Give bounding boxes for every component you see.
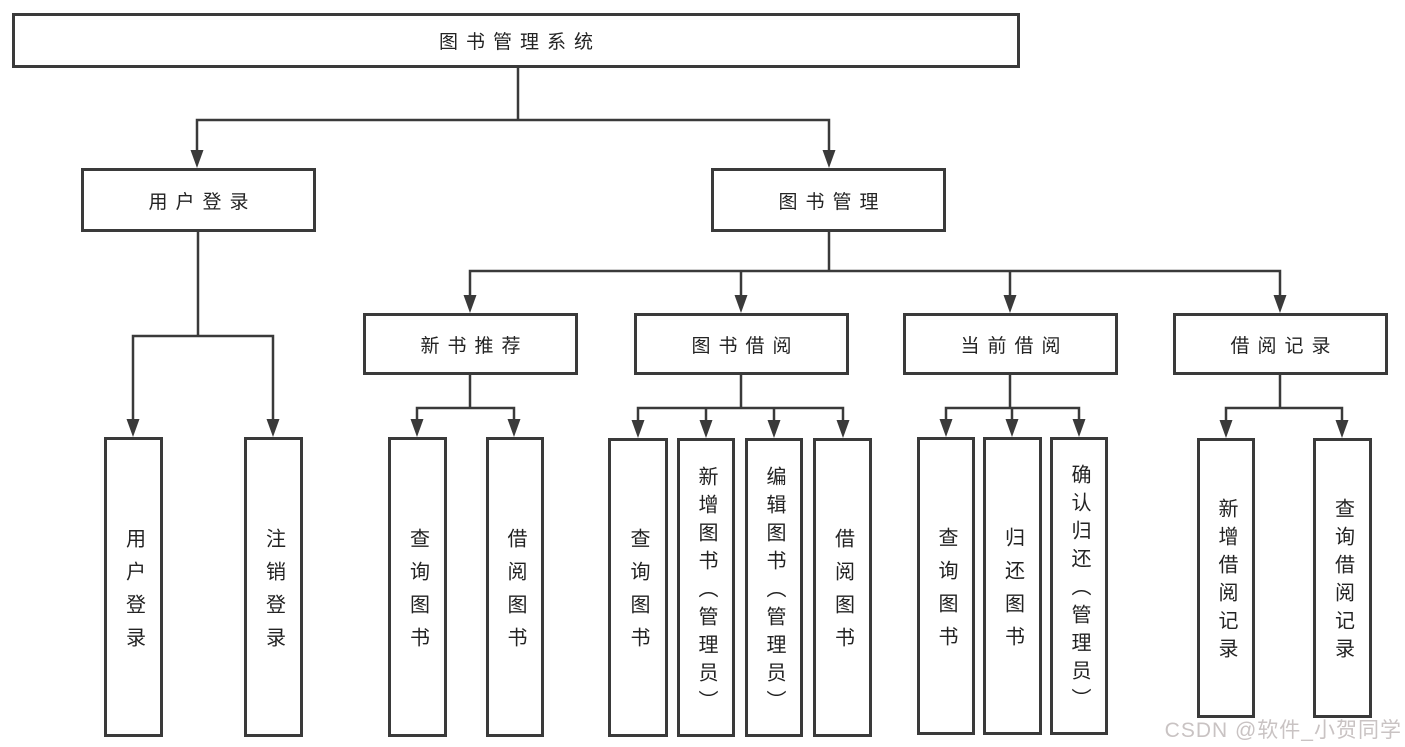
leaf-logout-label: 注销登录 (262, 527, 285, 660)
leaf-borrow-add-books-admin: 新增图书（管理员） (677, 438, 735, 737)
leaf-current-confirm-return-admin-label: 确认归还（管理员） (1068, 464, 1090, 716)
node-new-book-recommend-label: 新书推荐 (420, 335, 529, 357)
node-user-login-label: 用户登录 (148, 191, 257, 213)
csdn-watermark: CSDN @软件_小贺同学 (1164, 719, 1402, 742)
leaf-current-confirm-return-admin: 确认归还（管理员） (1050, 437, 1108, 735)
leaf-current-return-books: 归还图书 (983, 437, 1042, 735)
leaf-current-query-books-label: 查询图书 (935, 526, 957, 659)
leaf-current-query-books: 查询图书 (917, 437, 975, 735)
node-user-login: 用户登录 (81, 168, 316, 232)
leaf-records-query-record: 查询借阅记录 (1313, 438, 1372, 718)
node-new-book-recommend: 新书推荐 (363, 313, 578, 375)
leaf-borrow-borrow-books-label: 借阅图书 (831, 528, 854, 660)
leaf-borrow-borrow-books: 借阅图书 (813, 438, 872, 737)
leaf-newbook-borrow-books: 借阅图书 (486, 437, 544, 737)
node-book-management: 图书管理 (711, 168, 946, 232)
leaf-user-login-label: 用户登录 (122, 527, 145, 660)
leaf-newbook-query-books: 查询图书 (388, 437, 447, 737)
node-book-management-label: 图书管理 (778, 191, 887, 213)
leaf-records-query-record-label: 查询借阅记录 (1331, 498, 1354, 666)
node-book-borrow: 图书借阅 (634, 313, 849, 375)
node-borrow-records-label: 借阅记录 (1230, 335, 1339, 357)
leaf-borrow-edit-books-admin: 编辑图书（管理员） (745, 438, 803, 737)
leaf-newbook-borrow-books-label: 借阅图书 (504, 527, 526, 660)
node-current-borrow-label: 当前借阅 (960, 335, 1069, 357)
leaf-borrow-edit-books-admin-label: 编辑图书（管理员） (763, 465, 785, 718)
leaf-borrow-add-books-admin-label: 新增图书（管理员） (695, 465, 717, 718)
leaf-borrow-query-books-label: 查询图书 (627, 528, 649, 660)
leaf-current-return-books-label: 归还图书 (1001, 526, 1024, 659)
leaf-records-add-record-label: 新增借阅记录 (1215, 498, 1237, 666)
leaf-logout: 注销登录 (244, 437, 303, 737)
node-book-borrow-label: 图书借阅 (691, 335, 800, 357)
leaf-user-login: 用户登录 (104, 437, 163, 737)
leaf-records-add-record: 新增借阅记录 (1197, 438, 1255, 718)
node-root: 图书管理系统 (12, 13, 1020, 68)
leaf-newbook-query-books-label: 查询图书 (406, 527, 429, 660)
leaf-borrow-query-books: 查询图书 (608, 438, 668, 737)
node-borrow-records: 借阅记录 (1173, 313, 1388, 375)
node-root-label: 图书管理系统 (438, 32, 601, 53)
node-current-borrow: 当前借阅 (903, 313, 1118, 375)
